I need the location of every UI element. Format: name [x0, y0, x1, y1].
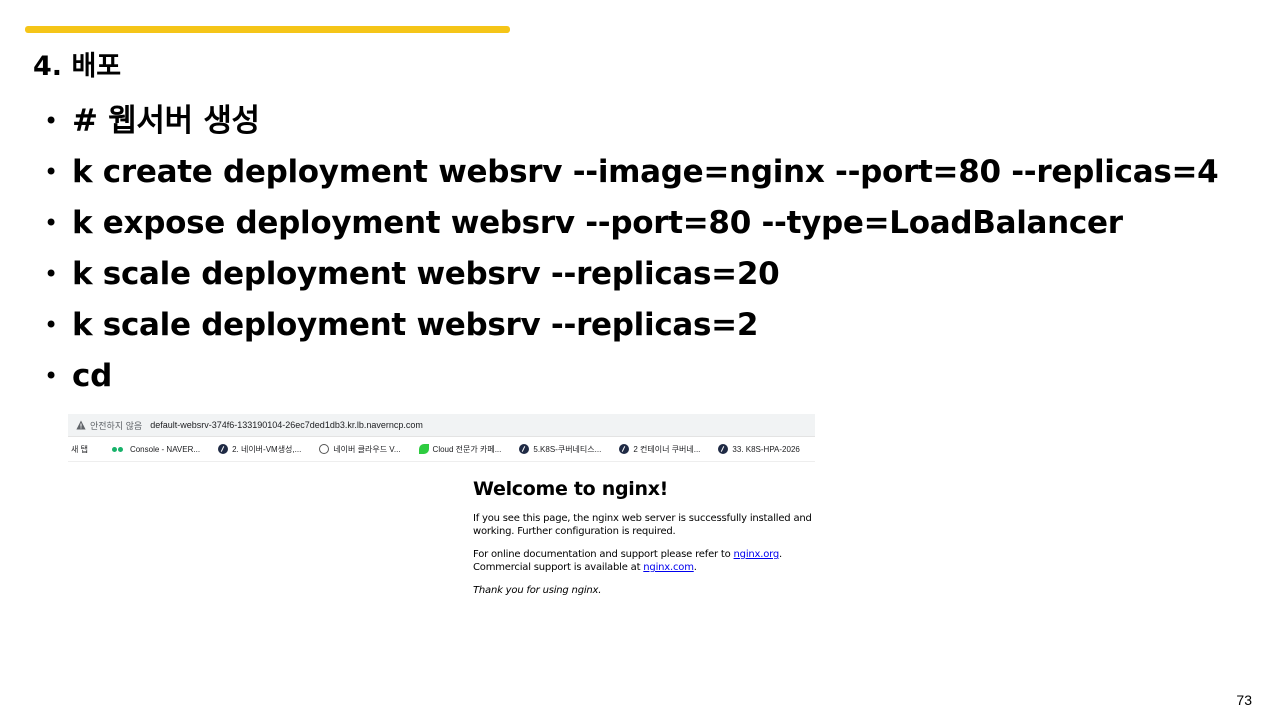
- commercial-text: Commercial support is available at: [473, 562, 644, 573]
- nginx-org-link[interactable]: nginx.org: [733, 549, 780, 560]
- docs-suffix: .: [779, 549, 783, 560]
- bullet-list: • # 웹서버 생성 • k create deployment websrv --…: [40, 96, 1219, 402]
- bullet-item: • k expose deployment websrv --port=80 --…: [40, 198, 1218, 249]
- bookmark-label: Console - NAVER...: [129, 444, 201, 454]
- bookmark-label: 새 탭: [71, 444, 88, 454]
- commercial-suffix: .: [693, 562, 697, 573]
- nginx-intro-text: If you see this page, the nginx web serv…: [473, 513, 812, 537]
- nginx-welcome-page: Welcome to nginx! If you see this page, …: [473, 478, 813, 607]
- bookmark-label: 5.K8S-쿠버네티스...: [533, 444, 602, 454]
- bullet-item: • k scale deployment websrv --replicas=20: [40, 249, 1218, 300]
- bookmark-new-tab[interactable]: 새 탭: [71, 444, 88, 455]
- thanks-text: Thank you for using nginx.: [473, 585, 602, 596]
- bookmark-item[interactable]: 33. K8S-HPA-2026: [718, 444, 800, 454]
- bookmark-label: 네이버 클라우드 V...: [333, 444, 401, 454]
- slide-title: 4. 배포: [33, 51, 122, 82]
- title-accent-bar: [25, 26, 510, 33]
- bullet-dot-icon: •: [44, 107, 59, 135]
- bookmark-label: 2 컨테이너 쿠버네...: [633, 444, 701, 454]
- bullet-text: k expose deployment websrv --port=80 --t…: [72, 205, 1123, 241]
- naver-dots-icon: [111, 444, 126, 454]
- bullet-dot-icon: •: [44, 158, 59, 186]
- cafe-leaf-icon: [418, 444, 429, 454]
- docs-text: For online documentation and support ple…: [473, 549, 734, 560]
- notion-icon: [619, 444, 630, 454]
- bookmark-item[interactable]: 네이버 클라우드 V...: [319, 444, 401, 455]
- bookmark-item[interactable]: Console - NAVER...: [111, 444, 201, 454]
- bookmark-label: 33. K8S-HPA-2026: [732, 444, 800, 454]
- bookmark-item[interactable]: 5.K8S-쿠버네티스...: [519, 444, 601, 455]
- notion-icon: [718, 444, 729, 454]
- bullet-text: cd: [72, 358, 112, 394]
- bookmark-item[interactable]: Cloud 전문가 카페...: [418, 444, 502, 455]
- bookmark-label: Cloud 전문가 카페...: [432, 444, 502, 454]
- bookmarks-bar: 새 탭 Console - NAVER... 2. 네이버-VM생성,... 네…: [68, 437, 815, 462]
- bullet-item: • k scale deployment websrv --replicas=2: [40, 300, 1218, 351]
- address-bar[interactable]: 안전하지 않음 default-websrv-374f6-133190104-2…: [68, 414, 815, 437]
- browser-screenshot: 안전하지 않음 default-websrv-374f6-133190104-2…: [68, 414, 815, 610]
- bullet-item: • cd: [40, 351, 1218, 402]
- notion-icon: [218, 444, 229, 454]
- bookmark-item[interactable]: 2 컨테이너 쿠버네...: [619, 444, 700, 455]
- nginx-thanks-text: Thank you for using nginx.: [473, 584, 813, 597]
- bullet-dot-icon: •: [44, 311, 59, 339]
- bullet-dot-icon: •: [44, 260, 59, 288]
- bullet-text: k scale deployment websrv --replicas=20: [72, 256, 780, 292]
- nginx-heading: Welcome to nginx!: [473, 478, 669, 500]
- nginx-com-link[interactable]: nginx.com: [643, 562, 694, 573]
- url-text[interactable]: default-websrv-374f6-133190104-26ec7ded1…: [150, 420, 423, 430]
- bullet-dot-icon: •: [44, 362, 59, 390]
- bullet-item: • k create deployment websrv --image=ngin…: [40, 147, 1219, 198]
- bullet-text: # 웹서버 생성: [72, 103, 260, 139]
- notion-icon: [519, 444, 530, 454]
- page-number: 73: [1236, 692, 1252, 708]
- bullet-text: k create deployment websrv --image=nginx…: [72, 154, 1219, 190]
- bullet-item: • # 웹서버 생성: [40, 96, 1218, 147]
- bookmark-item[interactable]: 2. 네이버-VM생성,...: [218, 444, 301, 455]
- security-label[interactable]: 안전하지 않음: [90, 420, 143, 431]
- bullet-text: k scale deployment websrv --replicas=2: [72, 307, 759, 343]
- warning-icon[interactable]: [76, 420, 86, 430]
- nginx-links-text: For online documentation and support ple…: [473, 548, 813, 574]
- globe-icon: [319, 444, 330, 454]
- bookmark-label: 2. 네이버-VM생성,...: [232, 444, 302, 454]
- bullet-dot-icon: •: [44, 209, 59, 237]
